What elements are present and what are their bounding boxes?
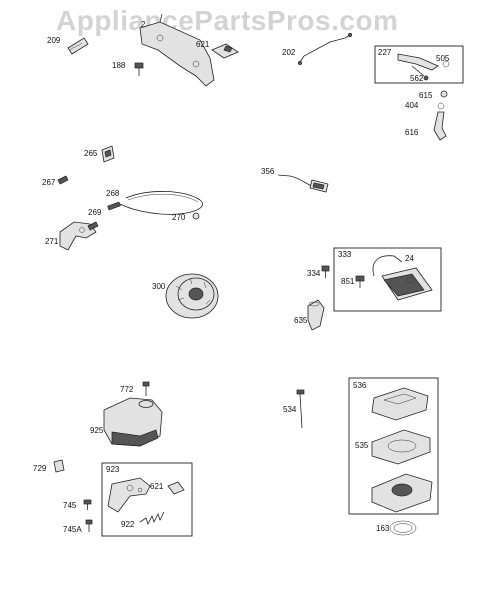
label-621-top: 621: [196, 40, 210, 49]
part-300-flywheel: [165, 273, 219, 319]
label-922: 922: [121, 520, 135, 529]
part-534-tie: [296, 389, 305, 429]
label-505: 505: [436, 54, 450, 63]
part-925-fuel-tank: [103, 397, 163, 447]
part-202-link: [298, 33, 353, 65]
label-24: 24: [405, 254, 414, 263]
part-404-washer: [437, 102, 445, 110]
group-box-923: [101, 462, 193, 537]
part-635-spark-plug-boot: [307, 299, 325, 331]
part-270-nut: [192, 212, 200, 220]
label-562: 562: [410, 74, 424, 83]
label-163: 163: [376, 524, 390, 533]
part-334-screw: [321, 265, 330, 278]
label-925: 925: [90, 426, 104, 435]
label-615: 615: [419, 91, 433, 100]
part-ignition-armature: [372, 255, 433, 301]
part-851-screw: [355, 275, 365, 288]
label-300: 300: [152, 282, 166, 291]
part-265-clip: [101, 145, 115, 163]
label-227: 227: [378, 48, 392, 57]
part-267-screw: [57, 175, 69, 185]
part-615-nut: [440, 90, 448, 98]
part-535-filter-element: [371, 429, 431, 465]
label-536: 536: [353, 381, 367, 390]
part-air-filter-base: [371, 473, 433, 513]
label-267: 267: [42, 178, 56, 187]
label-265: 265: [84, 149, 98, 158]
label-334: 334: [307, 269, 321, 278]
part-772-screw: [142, 381, 150, 396]
part-269-fitting: [107, 201, 121, 211]
part-356-wire: [277, 174, 329, 193]
label-269: 269: [88, 208, 102, 217]
part-268-cable: [119, 191, 203, 215]
part-air-filter-cover: [371, 387, 429, 421]
part-922-spring: [139, 511, 165, 526]
label-923: 923: [106, 465, 120, 474]
part-governor-bracket: [107, 477, 151, 513]
part-745-screw: [83, 499, 92, 510]
part-227-lever: [397, 53, 450, 81]
label-404: 404: [405, 101, 419, 110]
label-729: 729: [33, 464, 47, 473]
group-box-333: [333, 247, 442, 312]
label-209: 209: [47, 36, 61, 45]
watermark-text: AppliancePartsPros.com: [56, 5, 398, 36]
part-188-screw: [134, 62, 144, 76]
label-202: 202: [282, 48, 296, 57]
part-209-spring: [67, 37, 89, 55]
label-270: 270: [172, 213, 186, 222]
part-control-bracket: [139, 13, 215, 87]
label-188: 188: [112, 61, 126, 70]
part-621-switch: [211, 43, 239, 59]
label-621-bottom: 621: [150, 482, 164, 491]
part-616-lever: [433, 111, 447, 141]
part-729-knob: [53, 459, 65, 473]
part-745a-screw: [85, 519, 93, 532]
label-535: 535: [355, 441, 369, 450]
label-271: 271: [45, 237, 59, 246]
label-2xx: 2: [141, 20, 146, 29]
part-163-gasket: [389, 520, 417, 536]
label-534: 534: [283, 405, 297, 414]
group-box-536: [348, 377, 439, 515]
label-356: 356: [261, 167, 275, 176]
label-851: 851: [341, 277, 355, 286]
label-268: 268: [106, 189, 120, 198]
part-621-switch-lower: [167, 481, 185, 495]
label-772: 772: [120, 385, 134, 394]
label-745: 745: [63, 501, 77, 510]
group-box-227: [374, 45, 464, 84]
label-745a: 745A: [63, 525, 82, 534]
part-271-control-lever: [59, 221, 99, 251]
label-635: 635: [294, 316, 308, 325]
label-616: 616: [405, 128, 419, 137]
label-333: 333: [338, 250, 352, 259]
